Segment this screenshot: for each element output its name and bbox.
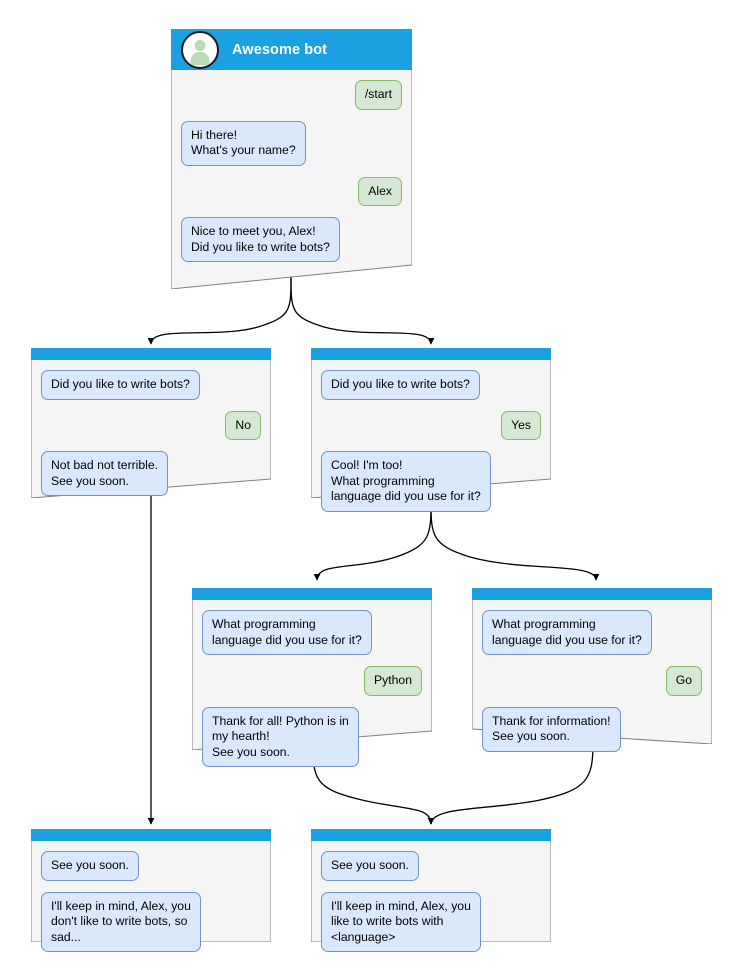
- bot-message-bubble: Hi there! What's your name?: [181, 120, 306, 166]
- user-message-bubble: Yes: [501, 410, 541, 440]
- user-message-bubble: Alex: [358, 176, 402, 206]
- node-end-negative-header: [31, 829, 271, 841]
- node-end-negative-messages: See you soon. I'll keep in mind, Alex, y…: [31, 841, 271, 962]
- bot-message-bubble: I'll keep in mind, Alex, you like to wri…: [321, 891, 481, 952]
- bot-message-bubble: See you soon.: [41, 851, 139, 881]
- user-message-bubble: Go: [665, 666, 702, 696]
- node-yes-branch[interactable]: Did you like to write bots? Yes Cool! I'…: [311, 348, 551, 512]
- bot-message-bubble: See you soon.: [321, 851, 419, 881]
- bot-message-bubble: What programming language did you use fo…: [202, 610, 372, 655]
- message-row: /start: [181, 80, 402, 110]
- message-row: See you soon.: [41, 851, 261, 881]
- message-row: What programming language did you use fo…: [202, 610, 422, 655]
- bot-message-bubble: Thank for all! Python is in my hearth! S…: [202, 706, 359, 767]
- node-root[interactable]: Awesome bot /start Hi there! What's your…: [171, 29, 412, 289]
- user-message-bubble: No: [225, 410, 261, 440]
- message-row: Python: [202, 666, 422, 696]
- message-row: Thank for information! See you soon.: [482, 706, 702, 752]
- user-avatar-icon: [181, 30, 219, 69]
- message-row: Did you like to write bots?: [321, 370, 541, 400]
- message-row: What programming language did you use fo…: [482, 610, 702, 655]
- bot-message-bubble: Nice to meet you, Alex! Did you like to …: [181, 217, 340, 262]
- node-no-branch-header: [31, 348, 271, 360]
- message-row: Thank for all! Python is in my hearth! S…: [202, 706, 422, 767]
- node-end-positive[interactable]: See you soon. I'll keep in mind, Alex, y…: [311, 829, 551, 952]
- node-python-branch-messages: What programming language did you use fo…: [192, 600, 432, 777]
- message-row: Nice to meet you, Alex! Did you like to …: [181, 217, 402, 262]
- message-row: Yes: [321, 410, 541, 440]
- bot-message-bubble: Cool! I'm too! What programming language…: [321, 451, 491, 512]
- node-no-branch-messages: Did you like to write bots? No Not bad n…: [31, 360, 271, 506]
- bot-message-bubble: I'll keep in mind, Alex, you don't like …: [41, 891, 201, 952]
- message-row: Alex: [181, 176, 402, 206]
- message-row: Did you like to write bots?: [41, 370, 261, 400]
- bot-message-bubble: What programming language did you use fo…: [482, 610, 652, 655]
- bot-title: Awesome bot: [232, 41, 328, 58]
- message-row: Cool! I'm too! What programming language…: [321, 451, 541, 512]
- node-go-branch-header: [472, 588, 712, 600]
- message-row: See you soon.: [321, 851, 541, 881]
- user-message-bubble: Python: [364, 666, 422, 696]
- bot-message-bubble: Not bad not terrible. See you soon.: [41, 451, 169, 496]
- node-yes-branch-header: [311, 348, 551, 360]
- node-end-positive-header: [311, 829, 551, 841]
- message-row: I'll keep in mind, Alex, you don't like …: [41, 891, 261, 952]
- node-end-negative[interactable]: See you soon. I'll keep in mind, Alex, y…: [31, 829, 271, 952]
- node-root-header: Awesome bot: [171, 29, 412, 70]
- message-row: Go: [482, 666, 702, 696]
- node-go-branch[interactable]: What programming language did you use fo…: [472, 588, 712, 752]
- message-row: No: [41, 410, 261, 440]
- node-end-positive-messages: See you soon. I'll keep in mind, Alex, y…: [311, 841, 551, 962]
- node-no-branch[interactable]: Did you like to write bots? No Not bad n…: [31, 348, 271, 498]
- message-row: Hi there! What's your name?: [181, 120, 402, 166]
- node-python-branch[interactable]: What programming language did you use fo…: [192, 588, 432, 767]
- bot-message-bubble: Did you like to write bots?: [321, 370, 480, 400]
- message-row: I'll keep in mind, Alex, you like to wri…: [321, 891, 541, 952]
- node-yes-branch-messages: Did you like to write bots? Yes Cool! I'…: [311, 360, 551, 522]
- user-message-bubble: /start: [354, 80, 402, 110]
- message-row: Not bad not terrible. See you soon.: [41, 451, 261, 496]
- node-python-branch-header: [192, 588, 432, 600]
- node-root-messages: /start Hi there! What's your name? Alex …: [171, 70, 412, 272]
- bot-message-bubble: Did you like to write bots?: [41, 370, 200, 400]
- node-go-branch-messages: What programming language did you use fo…: [472, 600, 712, 762]
- bot-message-bubble: Thank for information! See you soon.: [482, 706, 621, 752]
